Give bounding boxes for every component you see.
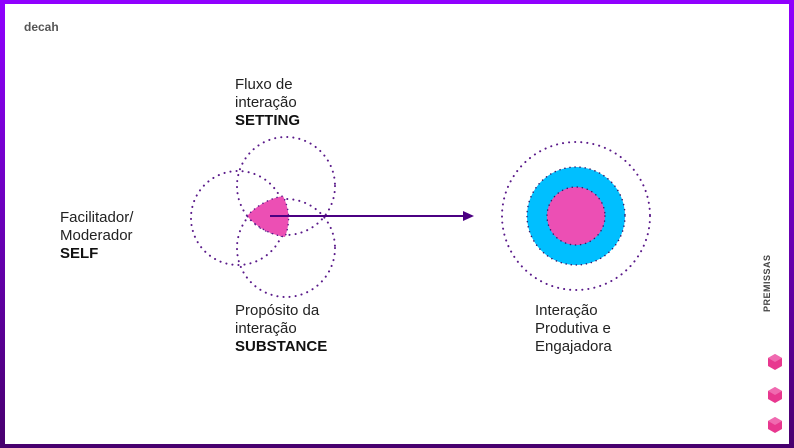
arrow-head-icon — [463, 211, 474, 221]
intersection-shape — [245, 195, 290, 238]
pink-core — [546, 186, 606, 246]
self-label: Facilitador/ Moderador SELF — [60, 209, 133, 263]
logo: decah — [24, 20, 59, 34]
self-title: SELF — [60, 245, 99, 262]
outer-circle — [501, 141, 651, 291]
setting-circle — [236, 136, 336, 236]
hexagon-icon[interactable] — [766, 386, 784, 404]
substance-title: SUBSTANCE — [235, 338, 328, 355]
self-line1: Facilitador/ — [60, 209, 134, 226]
side-label: PREMISSAS — [762, 254, 772, 312]
result-line3: Engajadora — [535, 338, 612, 355]
setting-line2: interação — [235, 94, 297, 111]
hexagon-icon[interactable] — [766, 416, 784, 434]
setting-title: SETTING — [235, 112, 301, 129]
result-line2: Produtiva e — [535, 320, 611, 337]
slide — [5, 4, 789, 444]
substance-line2: interação — [235, 320, 297, 337]
self-line2: Moderador — [60, 227, 133, 244]
substance-label: Propósito da interação SUBSTANCE — [235, 302, 327, 356]
result-label: Interação Produtiva e Engajadora — [535, 302, 612, 356]
result-line1: Interação — [535, 302, 598, 319]
hexagon-icon[interactable] — [766, 353, 784, 371]
substance-line1: Propósito da — [235, 302, 320, 319]
substance-circle — [236, 198, 336, 298]
setting-line1: Fluxo de — [235, 76, 293, 93]
setting-label: Fluxo de interação SETTING — [235, 76, 300, 130]
